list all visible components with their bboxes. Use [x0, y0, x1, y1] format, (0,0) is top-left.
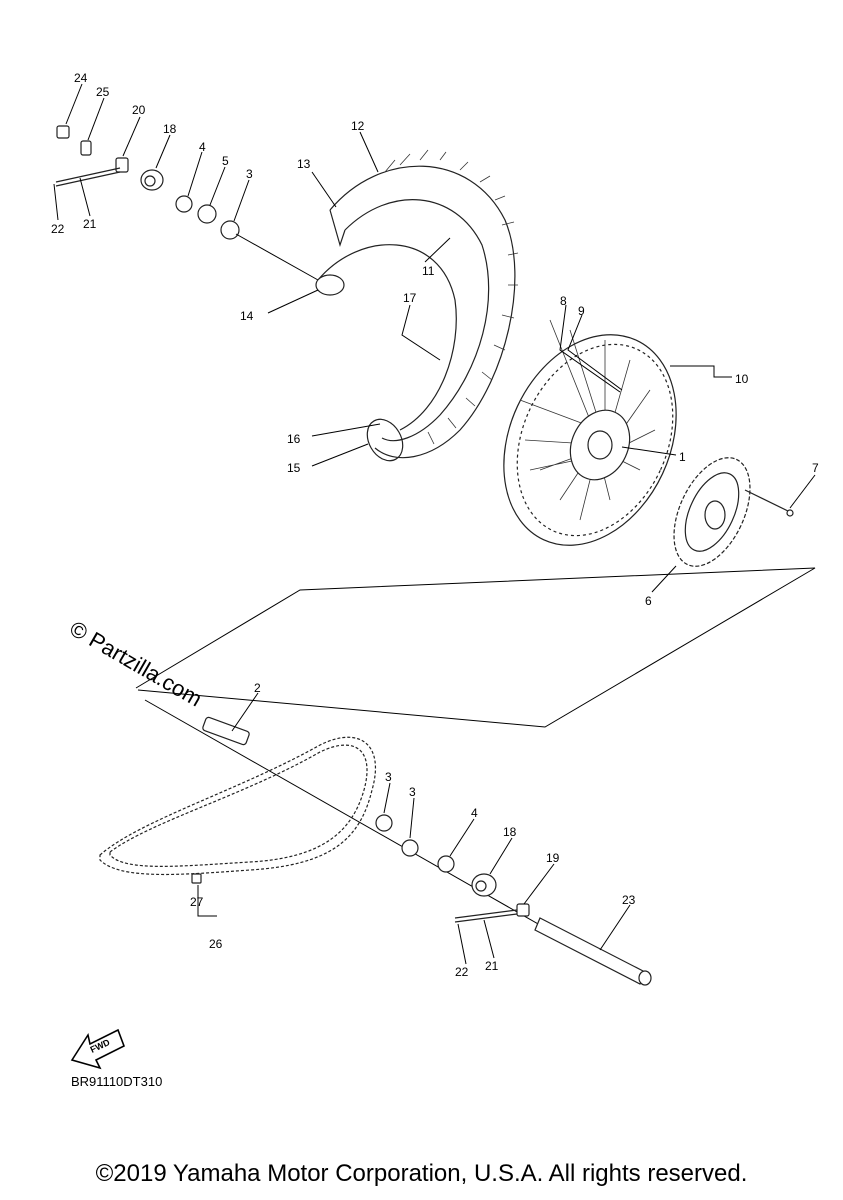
- part-4-seal: [175, 195, 193, 213]
- callout-14: 14: [240, 309, 254, 323]
- part-18-collar-lower: [471, 873, 497, 897]
- callout-18: 18: [163, 122, 177, 136]
- part-23-axle: [534, 917, 652, 986]
- callout-9: 9: [578, 304, 585, 318]
- callout-17: 17: [403, 291, 417, 305]
- drive-chain: [99, 736, 377, 876]
- callout-27: 27: [190, 895, 204, 909]
- part-18-collar: [140, 169, 164, 191]
- callout-1: 1: [679, 450, 686, 464]
- part-19-adjuster: [516, 903, 530, 917]
- part-24-nut: [56, 125, 70, 139]
- callout-4-lower: 4: [471, 806, 478, 820]
- tube: [315, 244, 457, 431]
- sprocket: [673, 457, 751, 567]
- callout-13: 13: [297, 157, 311, 171]
- callout-21: 21: [83, 217, 97, 231]
- callout-3: 3: [246, 167, 253, 181]
- rear-wheel: [503, 319, 677, 546]
- callout-21-lower: 21: [485, 959, 499, 973]
- callout-3-lower-a: 3: [385, 770, 392, 784]
- callout-20: 20: [132, 103, 146, 117]
- callout-8: 8: [560, 294, 567, 308]
- callout-24: 24: [74, 71, 88, 85]
- part-20-adjuster: [115, 157, 129, 173]
- leader-lines: [53, 83, 816, 965]
- callout-26: 26: [209, 937, 223, 951]
- callout-15: 15: [287, 461, 301, 475]
- partzilla-watermark: © Partzilla.com: [66, 616, 207, 712]
- callout-2: 2: [254, 681, 261, 695]
- part-3-bearing-lower-b: [401, 839, 419, 857]
- callout-10: 10: [735, 372, 749, 386]
- part-2-master-link: [202, 716, 250, 746]
- callout-19: 19: [546, 851, 560, 865]
- callout-11: 11: [422, 264, 435, 278]
- callout-6: 6: [645, 594, 652, 608]
- part-3-bearing: [220, 220, 240, 240]
- callout-25: 25: [96, 85, 110, 99]
- part-25-washer: [80, 140, 92, 156]
- callout-23: 23: [622, 893, 636, 907]
- fwd-arrow-icon: FWD: [70, 1028, 126, 1070]
- part-21-22-bolt: [55, 167, 121, 187]
- copyright-notice: ©2019 Yamaha Motor Corporation, U.S.A. A…: [95, 1160, 748, 1187]
- callout-7: 7: [812, 461, 819, 475]
- part-27-link-plate: [191, 873, 202, 884]
- part-4-seal-lower: [437, 855, 455, 873]
- callout-16: 16: [287, 432, 301, 446]
- callout-5: 5: [222, 154, 229, 168]
- callout-18-lower: 18: [503, 825, 517, 839]
- callout-22-lower: 22: [455, 965, 469, 979]
- part-3-bearing-lower-a: [375, 814, 393, 832]
- tire: [329, 149, 519, 462]
- diagram-code: BR91110DT310: [71, 1074, 162, 1089]
- callout-labels: 24 25 20 18 4 5 3 22 21 12 13 11 14 17 1…: [51, 71, 819, 979]
- part-21-22-bolt-lower: [454, 909, 518, 923]
- callout-12: 12: [351, 119, 365, 133]
- callout-4: 4: [199, 140, 206, 154]
- part-5-spacer: [197, 204, 217, 224]
- callout-3-lower-b: 3: [409, 785, 416, 799]
- callout-22: 22: [51, 222, 65, 236]
- part-7-bolt: [744, 489, 794, 517]
